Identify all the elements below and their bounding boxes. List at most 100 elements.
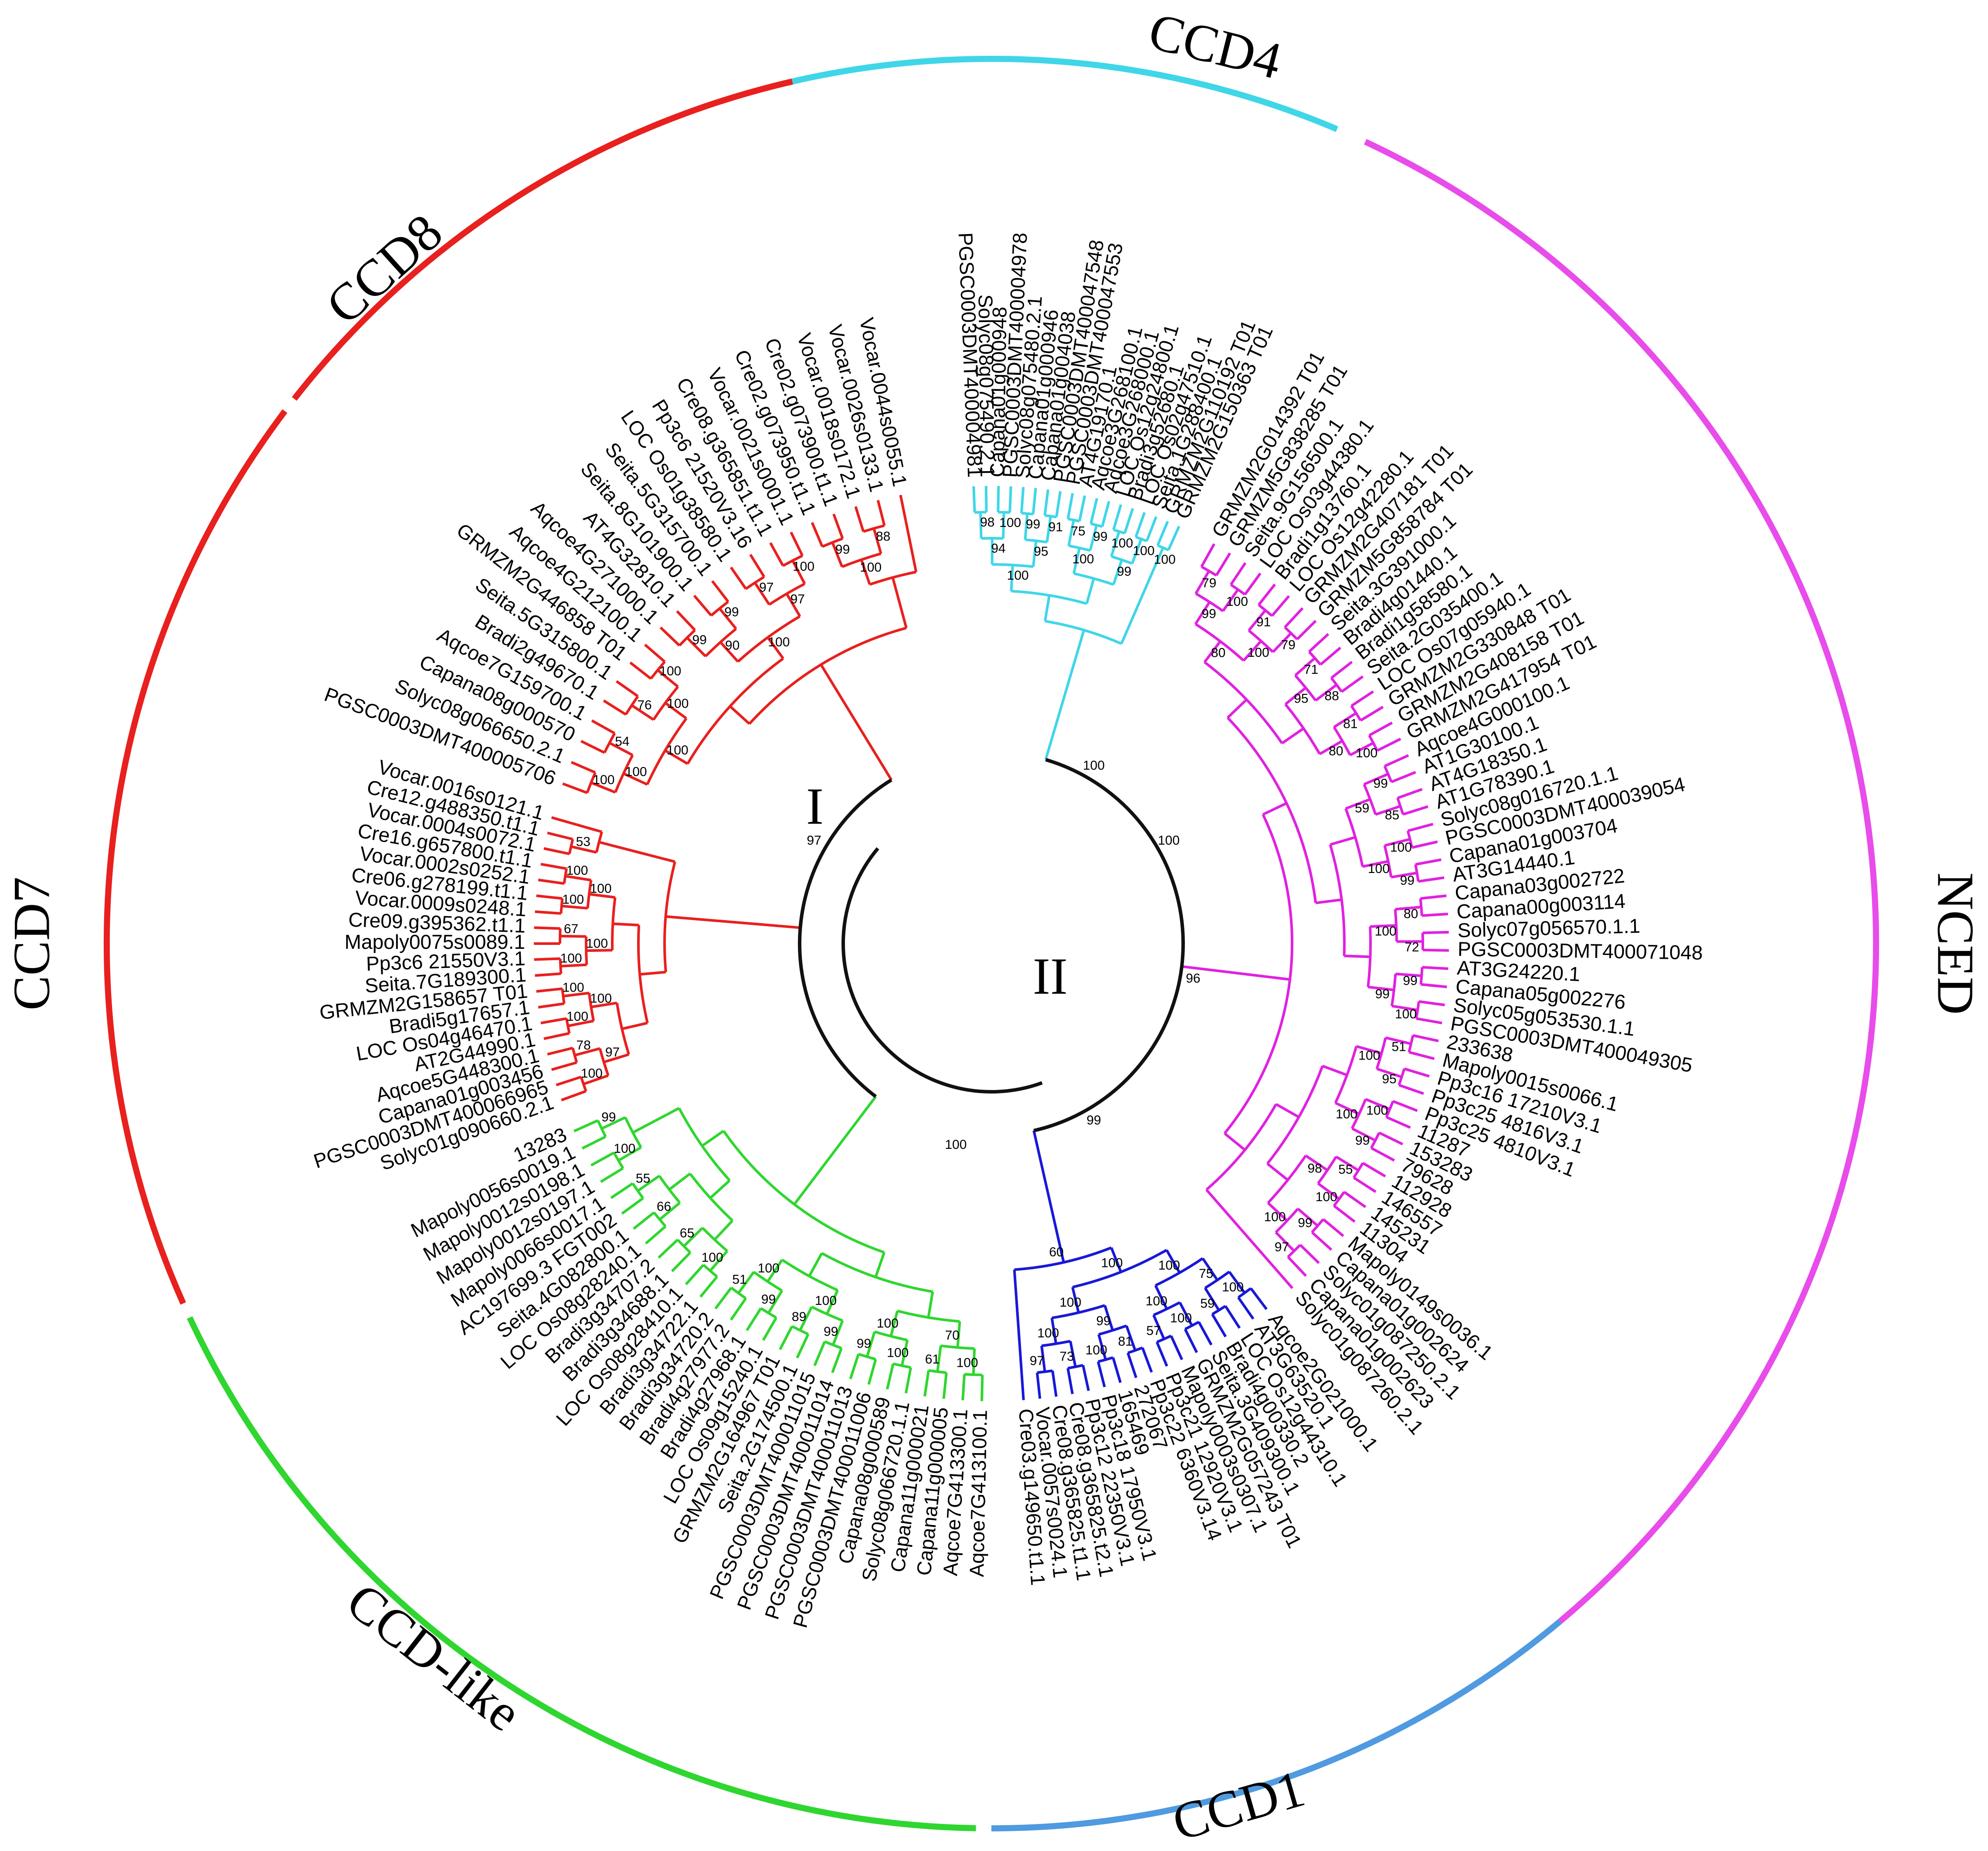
bootstrap-value: 75 [1071, 524, 1085, 539]
branch-tip [729, 566, 747, 590]
branch-tip [714, 1287, 733, 1310]
branch-tip [746, 1308, 762, 1331]
ccd8-label: CCD8 [315, 203, 453, 335]
ccd7-arc [104, 409, 288, 1305]
leaf-label: Pp3c6 21550V3.1 [366, 947, 526, 975]
branch-tip [538, 1002, 565, 1009]
branch-stem [860, 559, 871, 585]
bootstrap-value: 70 [945, 1328, 960, 1342]
branch-arc [559, 958, 563, 974]
bootstrap-value: 97 [759, 581, 773, 595]
branch-stem [1203, 640, 1221, 663]
branch-stem [624, 847, 650, 857]
branch-stem [1333, 712, 1357, 728]
bootstrap-value: 100 [1086, 1343, 1107, 1357]
bootstrap-value: 100 [566, 863, 588, 878]
branch-tip [1200, 543, 1215, 567]
bootstrap-value: 100 [999, 516, 1021, 530]
branch-tip [581, 1135, 607, 1150]
bootstrap-value: 99 [835, 542, 850, 557]
bootstrap-value: 100 [957, 1355, 978, 1370]
bootstrap-value: 55 [1338, 1162, 1353, 1177]
branch-tip [1308, 633, 1330, 653]
bootstrap-value: 99 [724, 605, 739, 619]
bootstrap-value: 73 [1059, 1349, 1074, 1364]
branch-tip [876, 500, 886, 526]
branch-stem [567, 1019, 594, 1027]
bootstrap-value: 90 [725, 638, 740, 652]
branch-stem [1040, 1345, 1046, 1372]
branch-tip [984, 486, 988, 513]
branch-tip [600, 1167, 624, 1183]
branch-stem [1024, 513, 1029, 540]
branch-tip [556, 1076, 582, 1087]
branch-stem [560, 963, 587, 968]
bootstrap-value: 100 [1111, 536, 1133, 550]
branch-tip [1398, 1083, 1424, 1095]
branch-stem [972, 1348, 976, 1375]
branch-arc [781, 1258, 838, 1291]
branch-stem [637, 1175, 660, 1192]
branch-arc [603, 733, 616, 754]
branch-stem [1194, 570, 1210, 594]
branch-arc [686, 657, 784, 764]
bootstrap-value: 100 [614, 1141, 635, 1156]
branch-stem [767, 636, 784, 659]
branch-stem [1391, 871, 1418, 879]
branch-stem [632, 1119, 657, 1134]
branch-stem [1089, 525, 1098, 551]
branch-tip [540, 1017, 567, 1025]
branch-tip [1391, 771, 1416, 783]
branch-tip [535, 910, 561, 915]
branch-arc [1156, 1335, 1172, 1344]
branch-tip [1066, 1368, 1074, 1394]
bootstrap-value: 100 [1390, 840, 1412, 855]
branch-stem [1384, 838, 1411, 847]
bootstrap-value: 100 [562, 980, 584, 995]
tree-branches [534, 486, 1449, 1401]
branch-tip [1043, 489, 1049, 516]
branch-arc [584, 936, 588, 965]
branch-arc [587, 992, 595, 1022]
branch-arc [701, 1227, 728, 1252]
ccd4-arc [791, 56, 1338, 132]
branch-arc [1383, 765, 1393, 783]
branch-arc [964, 1373, 983, 1376]
ccd7-label: CCD7 [3, 877, 61, 1011]
group-bootstrap: 100 [945, 1138, 967, 1152]
branch-stem [904, 520, 913, 547]
branch-tip [693, 594, 712, 617]
branch-tip [1408, 1051, 1435, 1060]
branch-stem [1356, 1045, 1382, 1055]
bootstrap-value: 100 [793, 560, 814, 574]
branch-stem [891, 577, 901, 603]
group-bootstrap: 96 [1186, 971, 1200, 986]
branch-tip [551, 1061, 577, 1071]
branch-stem [1275, 1103, 1299, 1118]
branch-stem [576, 823, 602, 833]
branch-stem [1367, 985, 1394, 992]
branch-arc [1223, 814, 1294, 1134]
branch-stem [1319, 740, 1343, 755]
branch-stem [590, 781, 616, 794]
branch-stem [1110, 1247, 1123, 1273]
branch-tip [1097, 1361, 1106, 1388]
branch-stem [1375, 805, 1401, 816]
bootstrap-value: 80 [1404, 907, 1418, 921]
bootstrap-value: 79 [1202, 576, 1216, 590]
bootstrap-value: 100 [667, 743, 689, 757]
branch-stem [1281, 727, 1305, 744]
leaf-labels: PGSC0003DMT400004981Solyc08g075490.2.1Ca… [311, 232, 1703, 1630]
branch-arc [1317, 1156, 1337, 1185]
leaf-label: Capana01g000948 [986, 306, 1011, 477]
branch-stem [574, 1047, 600, 1057]
branch-stem [590, 1002, 617, 1009]
bootstrap-value: 100 [567, 1009, 588, 1024]
branch-stem [793, 1182, 811, 1206]
bootstrap-value: 95 [1034, 544, 1048, 559]
branch-tip [1420, 894, 1447, 900]
ccd8-root-branch [833, 686, 893, 781]
ccd8-arc [292, 78, 793, 401]
branch-arc [1419, 898, 1423, 916]
